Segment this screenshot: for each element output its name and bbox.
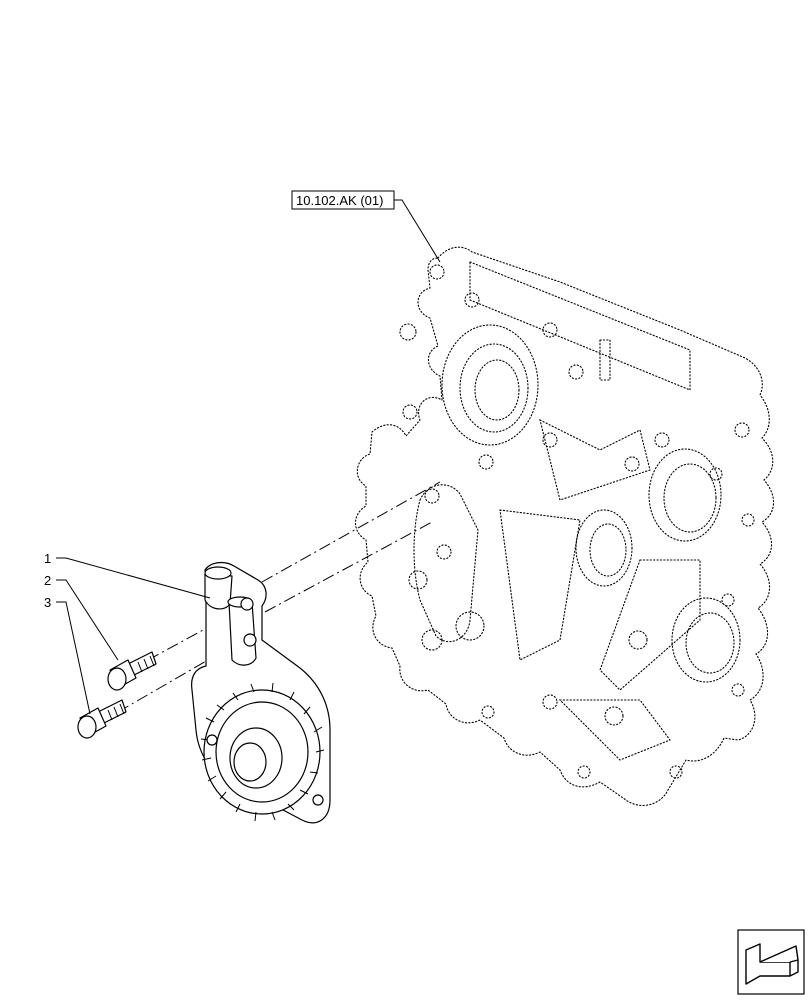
reference-box bbox=[291, 190, 395, 210]
callout-2: 2 bbox=[44, 573, 51, 588]
bolt-2 bbox=[107, 651, 157, 691]
bolt-3 bbox=[77, 699, 127, 739]
callout-1: 1 bbox=[44, 551, 51, 566]
timing-case-cover bbox=[354, 246, 775, 806]
callout-3: 3 bbox=[44, 595, 51, 610]
reference-code: 10.102.AK (01) bbox=[296, 193, 383, 208]
callout-leaders bbox=[56, 199, 441, 715]
previous-page-arrow-icon[interactable] bbox=[737, 929, 805, 995]
reference-link[interactable]: 10.102.AK (01) bbox=[291, 190, 395, 210]
idler-gear-assembly bbox=[191, 561, 331, 824]
